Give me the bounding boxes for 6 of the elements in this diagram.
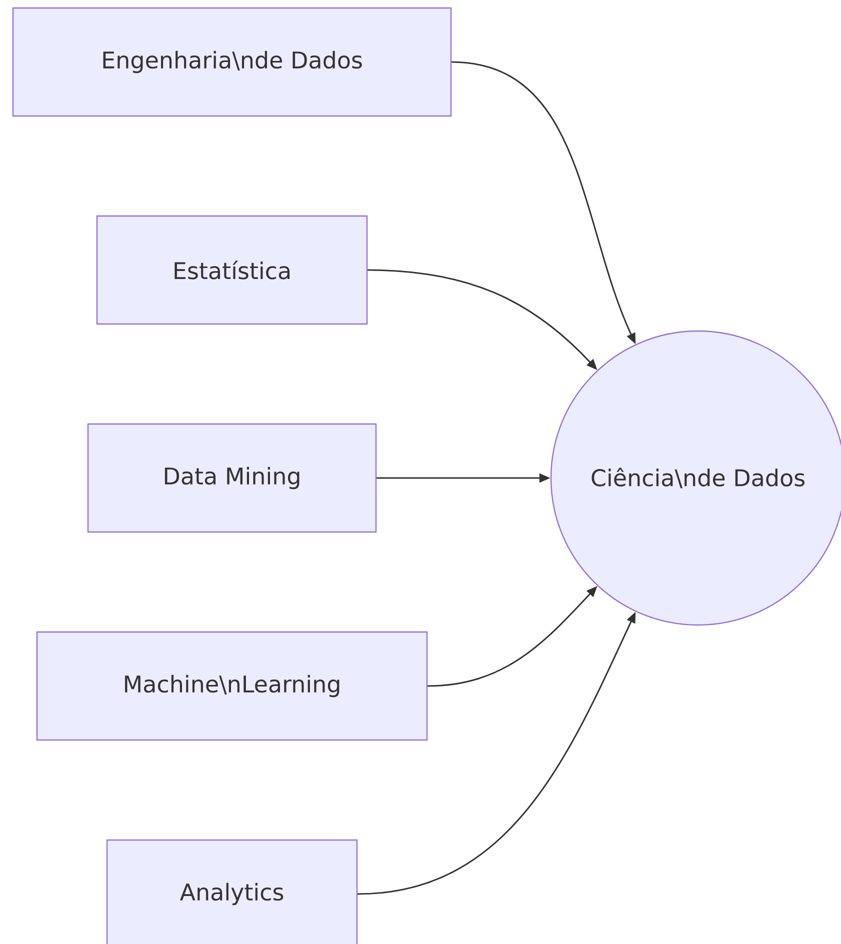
process-box: Analytics — [106, 839, 358, 944]
circle-node: Ciência\nde Dados — [550, 330, 841, 626]
process-box: Data Mining — [87, 423, 377, 533]
process-box: Machine\nLearning — [36, 631, 428, 741]
process-box: Engenharia\nde Dados — [12, 7, 452, 117]
process-box: Estatística — [96, 215, 368, 325]
